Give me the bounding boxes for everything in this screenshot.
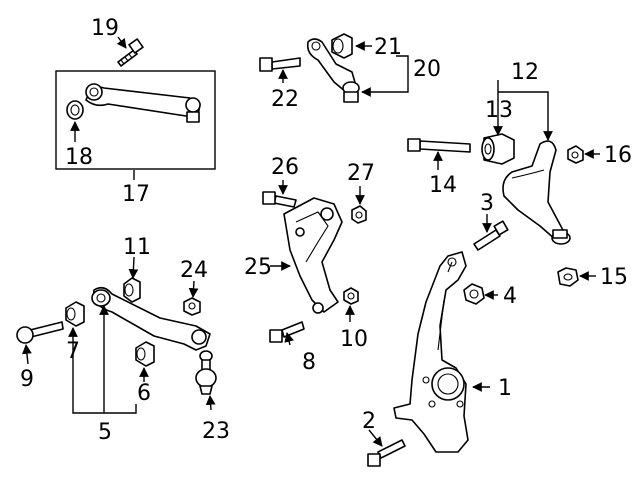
part-23-ball-joint xyxy=(195,350,217,395)
label-11: 11 xyxy=(123,235,151,260)
part-22-bolt xyxy=(259,57,301,72)
label-12: 12 xyxy=(511,60,539,85)
label-8: 8 xyxy=(302,350,316,375)
label-1: 1 xyxy=(498,376,512,401)
label-14: 14 xyxy=(429,173,457,198)
part-16-nut xyxy=(567,145,584,164)
label-26: 26 xyxy=(271,155,299,180)
part-15-nut xyxy=(557,267,579,287)
label-22: 22 xyxy=(271,87,299,112)
part-2-bolt xyxy=(367,439,406,467)
part-24-nut xyxy=(183,297,201,316)
label-17: 17 xyxy=(122,182,150,207)
part-27-nut xyxy=(351,205,367,224)
part-17-upper-arm xyxy=(85,83,201,123)
label-13: 13 xyxy=(485,98,513,123)
part-10-nut xyxy=(343,287,359,305)
part-12-control-arm xyxy=(502,140,571,245)
label-24: 24 xyxy=(180,258,208,283)
part-3-bolt xyxy=(473,220,509,251)
label-5: 5 xyxy=(98,420,112,445)
label-23: 23 xyxy=(202,419,230,444)
part-13-bushing xyxy=(481,133,515,165)
part-9-bolt xyxy=(16,321,64,344)
label-10: 10 xyxy=(340,327,368,352)
part-18-bushing xyxy=(66,100,84,120)
label-27: 27 xyxy=(347,161,375,186)
label-25: 25 xyxy=(244,255,272,280)
part-8-bolt xyxy=(269,321,305,343)
part-5-lower-arm xyxy=(91,286,211,351)
label-15: 15 xyxy=(600,265,628,290)
label-2: 2 xyxy=(362,409,376,434)
label-18: 18 xyxy=(65,145,93,170)
callout-labels: 1 2 3 4 5 6 7 8 9 10 11 12 13 14 15 16 1… xyxy=(20,16,632,445)
part-17-box xyxy=(55,70,216,170)
part-11-bushing xyxy=(123,277,141,303)
part-26-bolt xyxy=(262,191,297,208)
part-21-bushing xyxy=(331,33,353,59)
part-25-bracket xyxy=(283,197,343,314)
label-19: 19 xyxy=(91,16,119,41)
label-4: 4 xyxy=(503,284,517,309)
part-4-nut xyxy=(463,283,485,305)
label-16: 16 xyxy=(604,143,632,168)
label-21: 21 xyxy=(374,35,402,60)
leader-lines xyxy=(22,36,600,447)
part-6-bushing xyxy=(135,341,155,367)
part-7-bushing xyxy=(65,301,85,327)
part-20-link xyxy=(306,38,360,103)
part-19-bolt xyxy=(117,38,144,67)
part-14-bolt xyxy=(407,138,471,153)
label-7: 7 xyxy=(66,339,80,364)
label-3: 3 xyxy=(480,191,494,216)
label-9: 9 xyxy=(20,367,34,392)
label-20: 20 xyxy=(413,57,441,82)
label-6: 6 xyxy=(137,381,151,406)
part-1-knuckle xyxy=(393,251,469,453)
